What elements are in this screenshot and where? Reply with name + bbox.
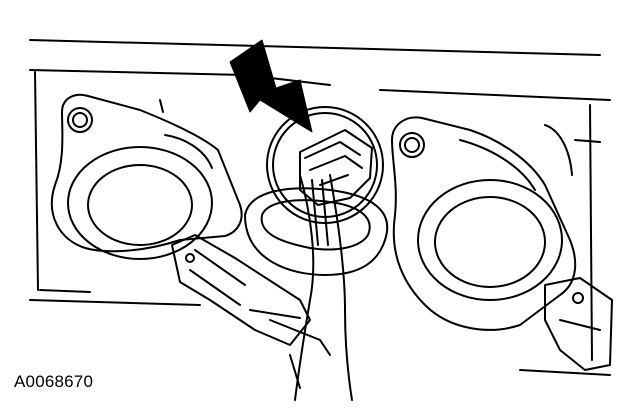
right-connector-block bbox=[545, 278, 612, 370]
right-coil-bracket bbox=[392, 117, 575, 329]
wiring-harness bbox=[295, 175, 352, 400]
engine-panel-outline bbox=[30, 40, 610, 375]
figure-id-label: A0068670 bbox=[14, 372, 94, 391]
left-connector-block bbox=[172, 235, 330, 388]
harness-grommet bbox=[245, 188, 387, 275]
left-coil-bracket bbox=[52, 95, 242, 259]
callout-arrow-icon bbox=[230, 40, 312, 132]
sensor-socket bbox=[267, 107, 383, 223]
electrical-connector bbox=[300, 130, 372, 205]
